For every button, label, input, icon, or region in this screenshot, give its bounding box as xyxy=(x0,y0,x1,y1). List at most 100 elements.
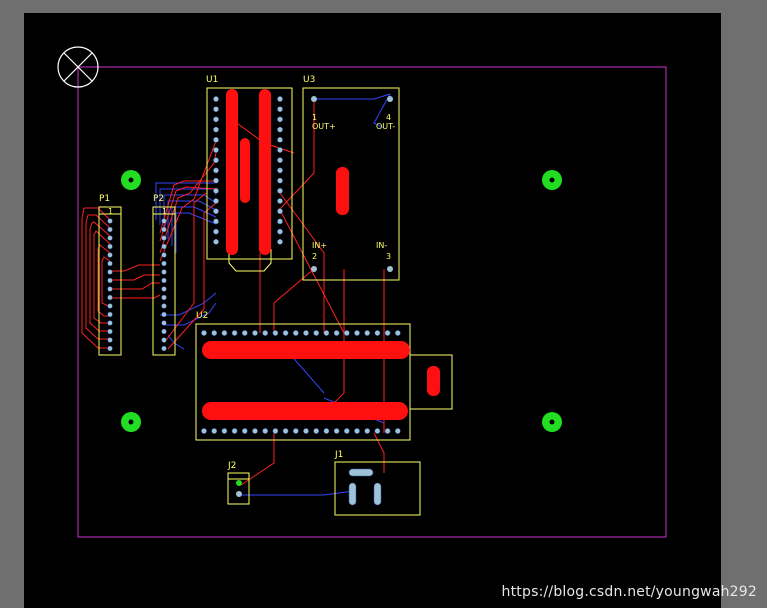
pad[interactable] xyxy=(384,330,391,336)
pad[interactable] xyxy=(354,330,360,336)
pad[interactable] xyxy=(107,294,113,301)
pad[interactable] xyxy=(333,428,340,434)
pad[interactable] xyxy=(107,269,113,275)
pad[interactable] xyxy=(161,243,167,250)
pad[interactable] xyxy=(211,330,218,336)
pad[interactable] xyxy=(384,428,391,434)
pad[interactable] xyxy=(292,330,299,336)
pad[interactable] xyxy=(107,252,113,258)
pad[interactable] xyxy=(277,177,283,184)
pad[interactable] xyxy=(213,228,219,235)
pad[interactable] xyxy=(213,126,219,133)
pad[interactable] xyxy=(313,330,320,336)
pad[interactable] xyxy=(213,177,219,184)
pad[interactable] xyxy=(241,428,248,434)
pad[interactable] xyxy=(161,303,167,309)
pad[interactable] xyxy=(107,243,113,250)
pad[interactable] xyxy=(272,330,279,336)
pad[interactable] xyxy=(364,330,371,336)
pad[interactable] xyxy=(231,330,238,336)
pad[interactable] xyxy=(313,428,320,434)
pad[interactable] xyxy=(303,330,309,336)
pad[interactable] xyxy=(107,303,113,309)
pad[interactable] xyxy=(292,428,299,434)
u2-footprint[interactable] xyxy=(195,323,453,441)
pad[interactable] xyxy=(213,238,219,245)
pad[interactable] xyxy=(161,235,167,241)
pad[interactable] xyxy=(277,208,283,215)
pad[interactable] xyxy=(282,330,289,336)
pad[interactable] xyxy=(211,428,218,434)
pad[interactable] xyxy=(213,116,219,123)
pad[interactable] xyxy=(323,428,330,434)
pad[interactable] xyxy=(213,187,219,194)
pad[interactable] xyxy=(213,218,219,225)
pad[interactable] xyxy=(343,330,350,336)
pad[interactable] xyxy=(282,428,289,434)
pad[interactable] xyxy=(107,260,113,267)
pad[interactable] xyxy=(213,96,219,102)
pad[interactable] xyxy=(161,260,167,267)
pad[interactable] xyxy=(107,235,113,241)
pad[interactable] xyxy=(323,330,330,336)
pad[interactable] xyxy=(107,311,113,318)
pad[interactable] xyxy=(272,428,279,434)
pad[interactable] xyxy=(161,286,167,292)
pad[interactable] xyxy=(107,226,113,233)
pad[interactable] xyxy=(213,208,219,215)
p2-header[interactable] xyxy=(152,206,176,356)
pad[interactable] xyxy=(213,198,219,204)
pad[interactable] xyxy=(213,106,219,113)
pad[interactable] xyxy=(161,226,167,233)
pad[interactable] xyxy=(277,136,283,143)
pad[interactable] xyxy=(277,96,283,102)
pad[interactable] xyxy=(201,428,207,434)
pad[interactable] xyxy=(107,328,113,335)
pad[interactable] xyxy=(161,311,167,318)
pcb-layout[interactable] xyxy=(24,13,721,608)
pad[interactable] xyxy=(107,320,113,326)
pad[interactable] xyxy=(277,106,283,113)
pad[interactable] xyxy=(161,345,167,352)
pcb-canvas[interactable]: U1 U3 U2 P1 P2 J1 J2 1 1 1 OUT+ 4 OUT- I… xyxy=(24,13,721,608)
pad[interactable] xyxy=(252,330,258,336)
pad[interactable] xyxy=(354,428,360,434)
pad[interactable] xyxy=(161,320,167,326)
pad[interactable] xyxy=(107,286,113,292)
pad[interactable] xyxy=(161,269,167,275)
pad[interactable] xyxy=(252,428,258,434)
pad[interactable] xyxy=(277,218,283,225)
pad[interactable] xyxy=(161,218,167,224)
pad[interactable] xyxy=(277,167,283,174)
pad[interactable] xyxy=(394,428,401,434)
pad[interactable] xyxy=(161,328,167,335)
pad[interactable] xyxy=(333,330,340,336)
pad[interactable] xyxy=(364,428,371,434)
pad[interactable] xyxy=(262,428,269,434)
pad[interactable] xyxy=(107,337,113,343)
pad[interactable] xyxy=(262,330,269,336)
pad[interactable] xyxy=(107,218,113,224)
pad[interactable] xyxy=(107,345,113,352)
pad[interactable] xyxy=(213,167,219,174)
pad[interactable] xyxy=(231,428,238,434)
j1-footprint[interactable] xyxy=(334,461,421,516)
pad[interactable] xyxy=(161,294,167,301)
j2-footprint[interactable] xyxy=(227,472,250,505)
pad[interactable] xyxy=(277,157,283,164)
mounting-holes[interactable] xyxy=(121,170,562,432)
pad[interactable] xyxy=(343,428,350,434)
pad[interactable] xyxy=(374,330,381,336)
pad[interactable] xyxy=(394,330,401,336)
pad[interactable] xyxy=(107,277,113,284)
u3-footprint[interactable] xyxy=(302,87,400,281)
pad[interactable] xyxy=(277,116,283,123)
pad[interactable] xyxy=(221,330,228,336)
pad[interactable] xyxy=(241,330,248,336)
pad[interactable] xyxy=(374,428,381,434)
pad[interactable] xyxy=(213,147,219,153)
pad[interactable] xyxy=(201,330,207,336)
pad[interactable] xyxy=(161,252,167,258)
pad[interactable] xyxy=(303,428,309,434)
pad[interactable] xyxy=(277,238,283,245)
